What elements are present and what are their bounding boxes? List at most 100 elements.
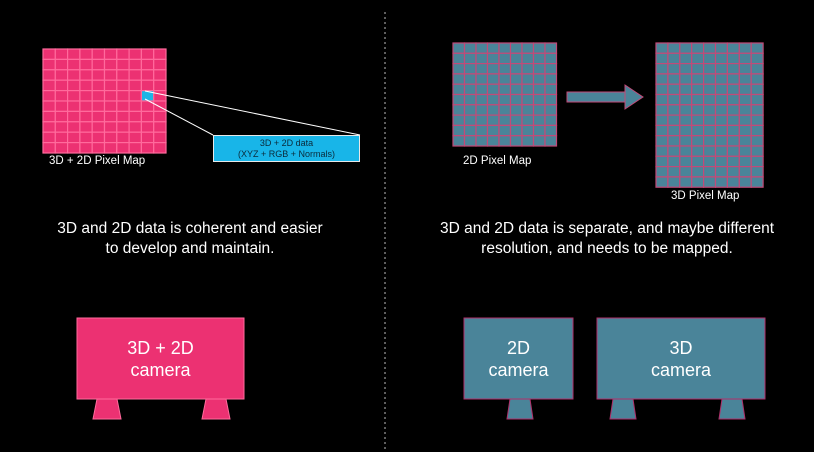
pixel-cell [452, 73, 466, 85]
pixel-cell [54, 48, 69, 60]
camera-2d-leg [506, 398, 534, 420]
right-arrow-icon [566, 84, 644, 110]
pixel-cell [738, 42, 752, 54]
pixel-cell [452, 62, 466, 75]
pixel-cell [66, 110, 81, 123]
pixel-cell [91, 121, 106, 133]
pixel-cell [153, 131, 167, 144]
pixel-cell [486, 73, 500, 85]
right-description: 3D and 2D data is separate, and maybe di… [412, 219, 802, 259]
pixel-cell [738, 73, 752, 85]
pixel-cell [498, 83, 512, 96]
pixel-cell [509, 42, 523, 54]
pixel-cell [679, 52, 693, 65]
pixel-cell [726, 73, 740, 85]
pixel-cell [544, 135, 558, 147]
pixel-cell [116, 58, 130, 71]
pixel-cell [452, 114, 466, 126]
pixel-cell [153, 121, 167, 133]
pixel-cell [153, 79, 167, 92]
pixel-cell [521, 114, 535, 126]
pixel-cell [702, 52, 717, 65]
pixel-cell [103, 121, 118, 133]
pixel-cell [153, 58, 167, 71]
combined-camera-label-line2: camera [130, 360, 191, 380]
pixel-cell [42, 58, 56, 71]
pixel-cell [691, 104, 705, 116]
right-description-line2: resolution, and needs to be mapped. [481, 240, 733, 257]
pixel-cell [486, 104, 500, 116]
pixel-cell [103, 142, 118, 154]
pixel-cell [679, 42, 693, 54]
pixel-cell [475, 135, 489, 147]
pixel-cell [153, 89, 167, 102]
pixel-cell [726, 176, 740, 188]
pixel-cell [750, 114, 764, 126]
pixel-cell [702, 145, 717, 157]
pixel-cell [103, 110, 118, 123]
camera-3d-leg-left [609, 398, 637, 420]
pixel-cell [714, 62, 728, 75]
pixel-cell [463, 52, 477, 65]
pixel-cell [714, 176, 728, 188]
pixel-cell [738, 176, 752, 188]
pixel-cell [475, 124, 489, 137]
pixel-cell [667, 104, 681, 116]
pixel-cell [66, 48, 81, 60]
pixel-cell [544, 42, 558, 54]
pixel-cell [498, 73, 512, 85]
pixel-cell [521, 93, 535, 106]
pixel-cell [128, 142, 143, 154]
pixel-cell [486, 93, 500, 106]
pixel-cell [655, 104, 669, 116]
camera-2d [463, 317, 574, 420]
pixel-cell [463, 93, 477, 106]
left-description-line1: 3D and 2D data is coherent and easier [57, 220, 323, 237]
pixel-cell [128, 89, 143, 102]
pixel-cell [714, 124, 728, 137]
pixel-cell [655, 176, 669, 188]
pixel-cell [103, 58, 118, 71]
pixel-cell [140, 121, 155, 133]
pixel-cell [667, 73, 681, 85]
pixel-cell [702, 124, 717, 137]
pixel-cell [679, 114, 693, 126]
pixel-cell [452, 93, 466, 106]
pixel-cell [128, 58, 143, 71]
pixel-cell [750, 52, 764, 65]
pixel-cell [702, 93, 717, 106]
pixel-cell [750, 73, 764, 85]
pixel-cell [679, 83, 693, 96]
pixel-cell [66, 100, 81, 112]
pixel-cell [714, 73, 728, 85]
left-description-line2: to develop and maintain. [105, 240, 275, 257]
pixel-cell [702, 176, 717, 188]
pixel-cell [103, 69, 118, 81]
pixel-cell [116, 100, 130, 112]
pixel-cell [702, 73, 717, 85]
pixel-cell [128, 100, 143, 112]
pixel-cell [738, 104, 752, 116]
pixel-cell [153, 48, 167, 60]
callout-connector-bottom [144, 98, 214, 136]
pixel-cell [498, 42, 512, 54]
pixel-cell [702, 114, 717, 126]
pixel-cell [128, 121, 143, 133]
pixel-cell [726, 124, 740, 137]
pixel-cell [544, 83, 558, 96]
pixel-cell [116, 79, 130, 92]
pixel-cell [463, 124, 477, 137]
pixel-cell [486, 114, 500, 126]
pixel-cell [667, 155, 681, 168]
pixel-cell [655, 166, 669, 178]
pixel-cell [667, 62, 681, 75]
pixel-cell [532, 104, 546, 116]
pixel-cell [738, 145, 752, 157]
pixel-cell [66, 142, 81, 154]
pixel-cell [140, 131, 155, 144]
pixel-cell [66, 131, 81, 144]
pixel-cell [498, 135, 512, 147]
pixel-cell [452, 135, 466, 147]
camera-2d-label-line1: 2D [506, 338, 530, 358]
pixel-cell [103, 79, 118, 92]
